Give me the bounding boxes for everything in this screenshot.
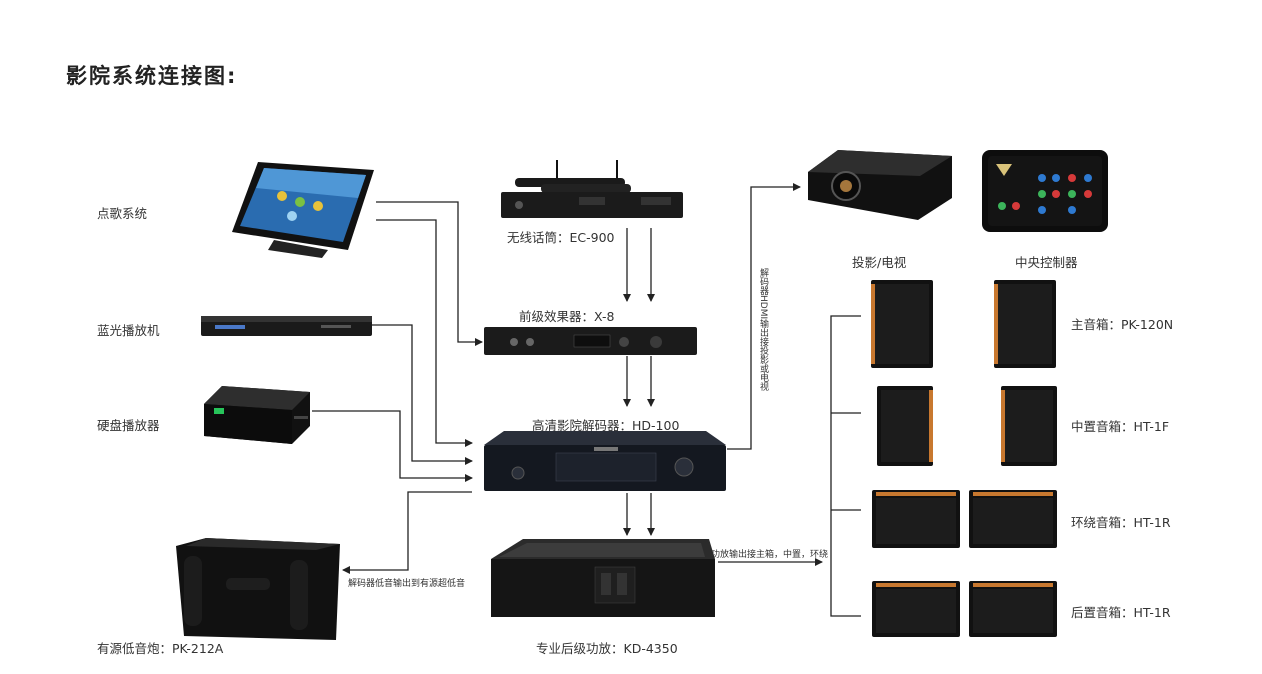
projector [808, 146, 952, 222]
main-speaker-label: 主音箱：PK-120N [1071, 317, 1174, 332]
hdd-player [202, 386, 312, 446]
amplifier-label: 专业后级功放：KD-4350 [536, 641, 678, 656]
karaoke-label: 点歌系统 [97, 206, 148, 221]
wire-decoder-projector [727, 183, 801, 450]
rear-speaker-label: 后置音箱：HT-1R [1071, 605, 1171, 620]
wire-bluray-decoder [372, 324, 473, 465]
projector-label: 投影/电视 [852, 255, 907, 270]
decoder-label: 高清影院解码器：HD-100 [532, 418, 680, 433]
hdmi-note: 解码器HDMI输出接投影或电视 [758, 268, 768, 392]
subwoofer [176, 538, 340, 642]
page-title: 影院系统连接图: [66, 64, 238, 88]
rear-speaker-left [872, 581, 960, 637]
main-speaker-left [871, 280, 933, 368]
surround-speaker-left [872, 490, 960, 548]
sub-out-note: 解码器低音输出到有源超低音 [348, 579, 466, 589]
wire-karaoke-decoder [376, 219, 473, 447]
rear-speaker-right [969, 581, 1057, 637]
main-speaker-right [994, 280, 1056, 368]
karaoke-tablet [230, 158, 376, 258]
center-speaker-right [1001, 386, 1057, 466]
central-controller-label: 中央控制器 [1015, 255, 1078, 270]
subwoofer-label: 有源低音炮：PK-212A [97, 641, 224, 656]
bluray-label: 蓝光播放机 [97, 323, 160, 338]
amplifier [491, 539, 715, 619]
wire-decoder-subwoofer [342, 491, 472, 574]
surround-speaker-right [969, 490, 1057, 548]
hdd-player-label: 硬盘播放器 [97, 418, 160, 433]
center-speaker-left [877, 386, 933, 466]
center-speaker-label: 中置音箱：HT-1F [1071, 419, 1170, 434]
bluray-player [201, 314, 372, 338]
surround-speaker-label: 环绕音箱：HT-1R [1071, 515, 1171, 530]
pre-effector-label: 前级效果器：X-8 [519, 309, 615, 324]
wire-hdd-decoder [312, 410, 473, 482]
pre-effector [484, 325, 697, 359]
wireless-mic-label: 无线话筒：EC-900 [507, 230, 615, 245]
wire-speaker-bus [830, 315, 861, 617]
wireless-mic-receiver [501, 160, 683, 220]
central-controller [982, 150, 1108, 232]
wire-karaoke-preamp-1 [376, 201, 483, 346]
amp-out-note: 功放输出接主箱，中置，环绕 [711, 550, 829, 560]
decoder [484, 431, 726, 493]
